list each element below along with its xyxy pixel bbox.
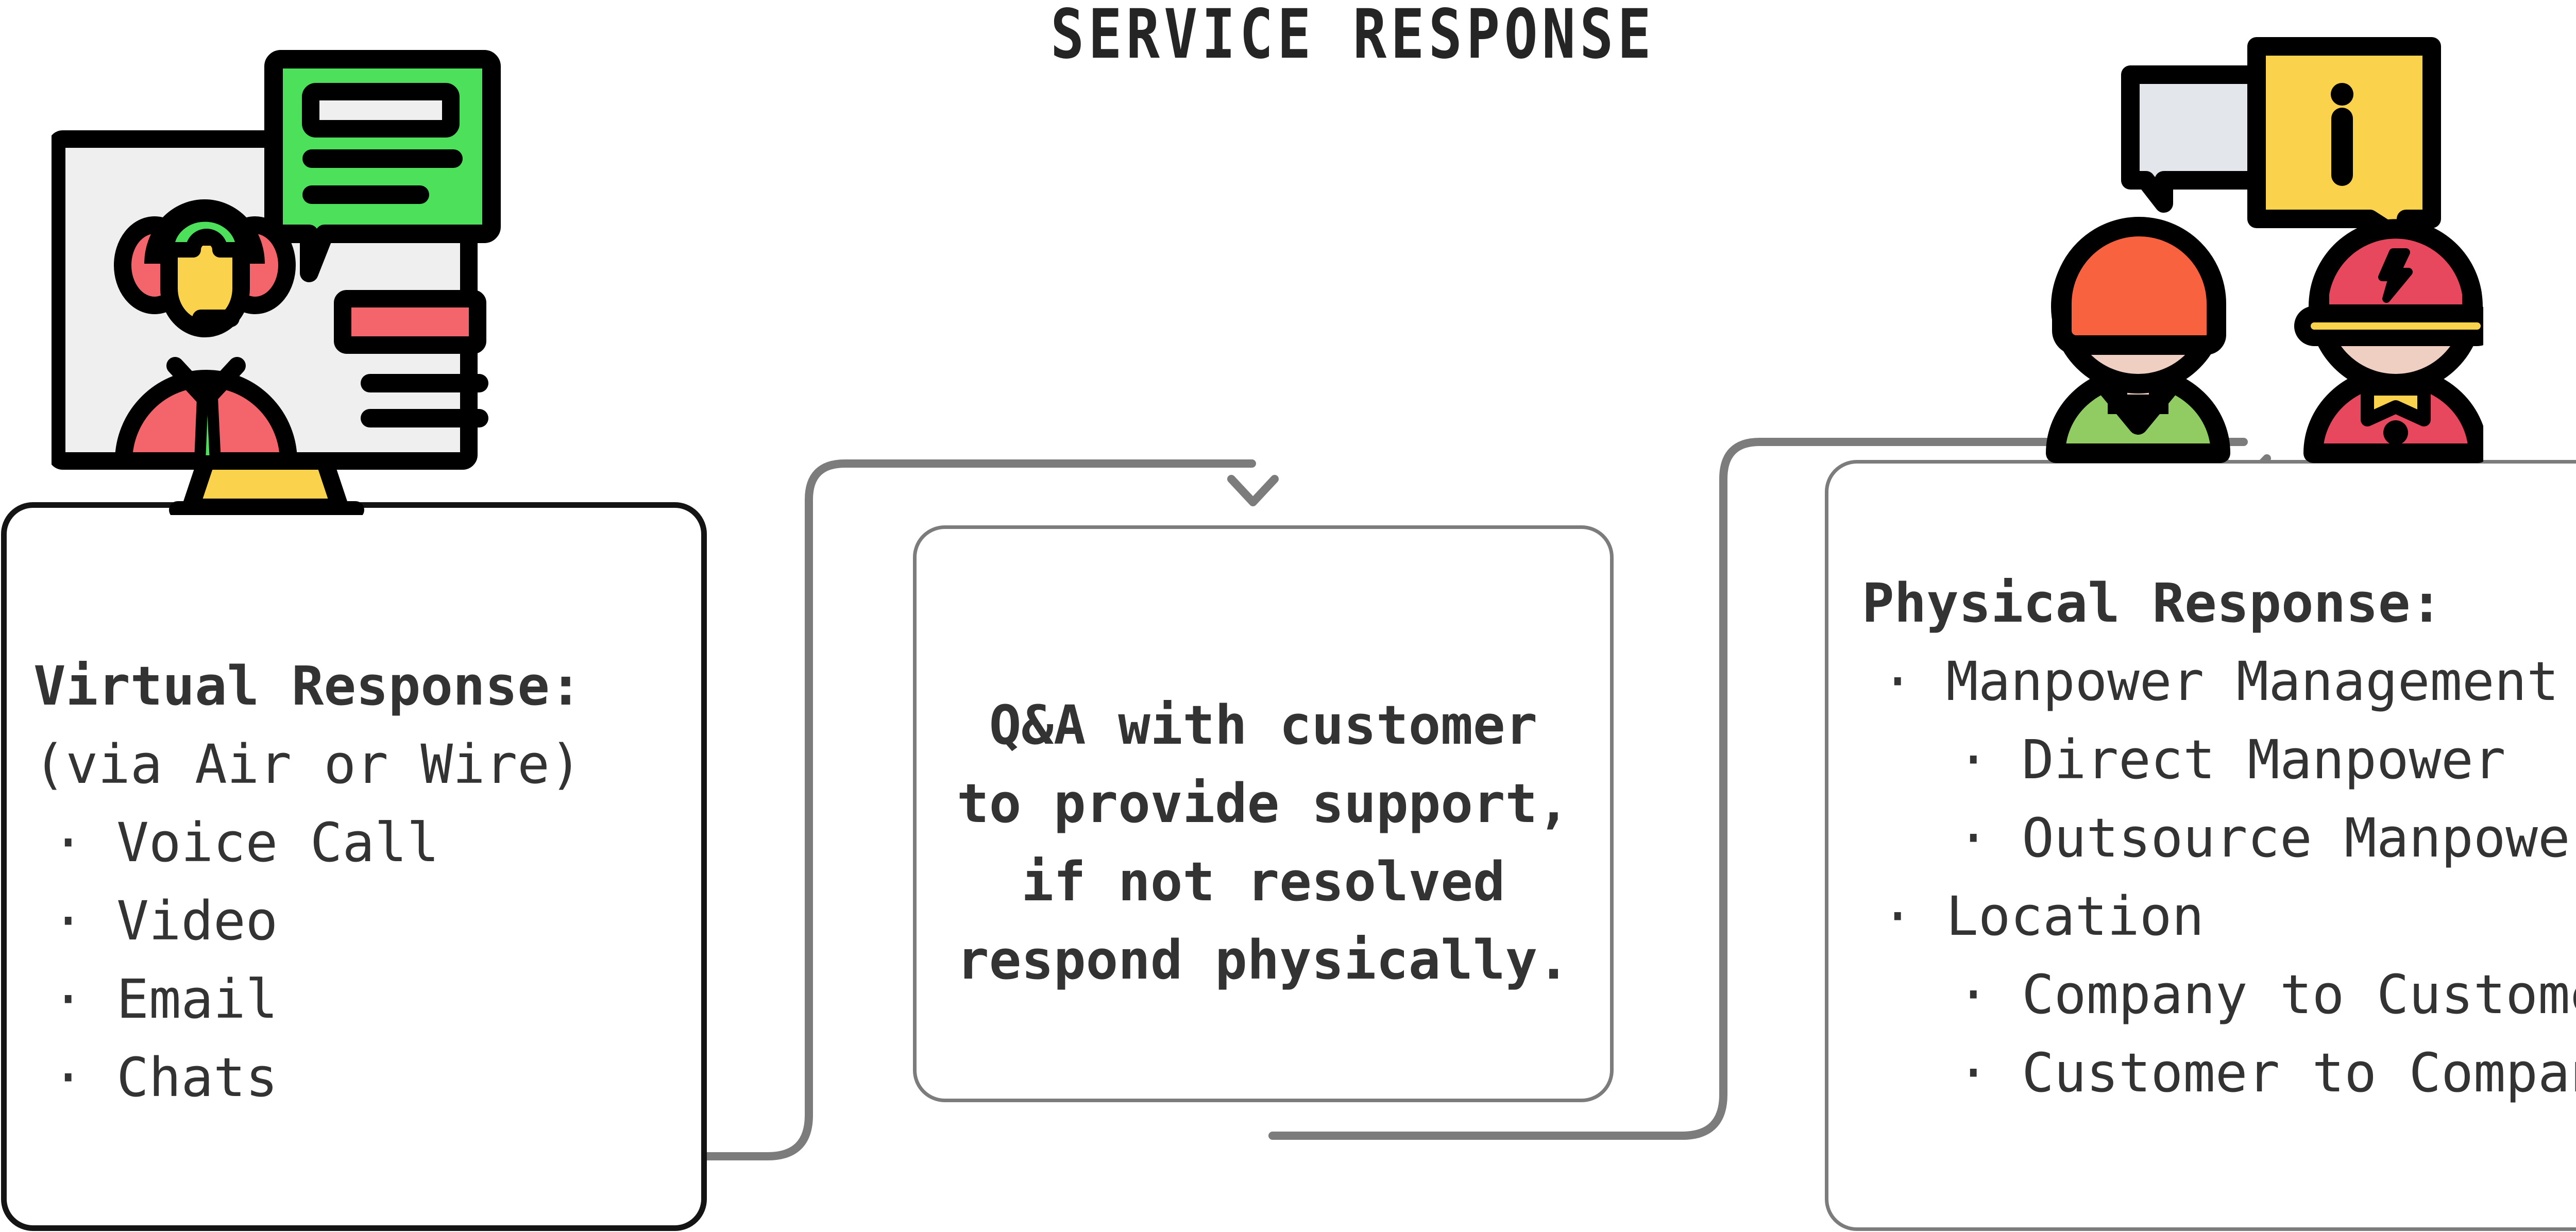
card-physical-response[interactable]: Physical Response: · Manpower Management… xyxy=(1825,460,2576,1231)
physical-item-direct-manpower: · Direct Manpower xyxy=(1957,728,2506,791)
virtual-bullet-video: · Video xyxy=(52,889,278,952)
page-title: SERVICE RESPONSE xyxy=(1050,0,1655,74)
qa-step-text: Q&A with customer to provide support, if… xyxy=(917,686,1610,999)
card-virtual-response[interactable]: Virtual Response: (via Air or Wire) · Vo… xyxy=(1,502,707,1231)
qa-line-4: respond physically. xyxy=(957,929,1570,991)
virtual-bullet-voice-call: · Voice Call xyxy=(52,811,439,874)
arrow-head-qa xyxy=(1227,475,1279,506)
info-dot xyxy=(2331,83,2353,106)
speech-bubble-gray-icon xyxy=(2121,65,2276,213)
lightning-bolt-icon xyxy=(2378,248,2413,303)
support-agent-monitor-icon xyxy=(52,50,501,515)
screen-highlight-block xyxy=(334,290,486,354)
customer-hair xyxy=(2052,217,2226,355)
bubble-input-field xyxy=(302,83,460,138)
virtual-title: Virtual Response: xyxy=(33,655,582,717)
agent-face xyxy=(160,228,250,337)
physical-title: Physical Response: xyxy=(1862,572,2443,635)
virtual-bullet-chats: · Chats xyxy=(52,1046,278,1109)
headband xyxy=(144,199,265,264)
qa-line-1: Q&A with customer xyxy=(989,694,1538,757)
virtual-response-text: Virtual Response: (via Air or Wire) · Vo… xyxy=(33,647,582,1117)
qa-line-3: if not resolved xyxy=(1021,850,1505,913)
card-qa-step[interactable]: Q&A with customer to provide support, if… xyxy=(913,525,1614,1102)
connector-qa-to-physical xyxy=(1268,438,2248,1140)
qa-line-2: to provide support, xyxy=(957,772,1570,835)
physical-item-customer-to-company: · Customer to Company xyxy=(1957,1041,2576,1104)
physical-item-outsource-manpower: · Outsource Manpower xyxy=(1957,807,2576,869)
physical-item-manpower-management: · Manpower Management xyxy=(1882,650,2559,713)
physical-item-location: · Location xyxy=(1882,885,2205,948)
virtual-bullet-email: · Email xyxy=(52,968,278,1031)
technician-button xyxy=(2383,420,2408,445)
physical-response-text: Physical Response: · Manpower Management… xyxy=(1862,564,2576,1112)
virtual-subtitle: (via Air or Wire) xyxy=(33,733,582,796)
physical-item-company-to-customer: · Company to Customer xyxy=(1957,963,2576,1026)
technician-cap-brim xyxy=(2294,306,2483,346)
customer-and-technician-icon xyxy=(2046,37,2483,463)
agent-tie xyxy=(194,392,222,467)
connector-virtual-to-qa xyxy=(346,459,1256,1160)
